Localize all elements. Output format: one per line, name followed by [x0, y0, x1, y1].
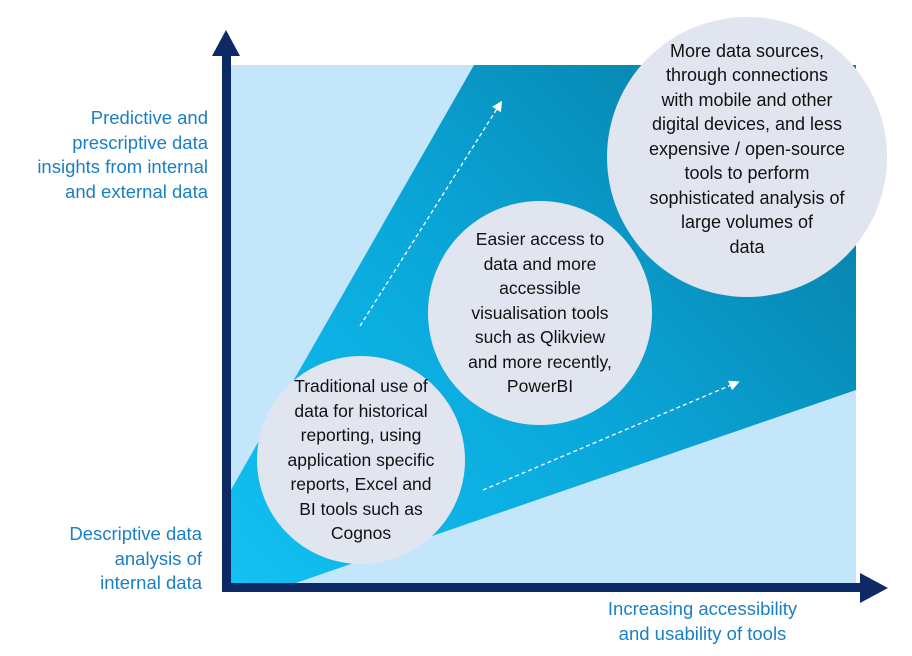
x-axis — [222, 583, 862, 592]
text-line: digital devices, and less — [651, 114, 843, 135]
label-line: Predictive and — [90, 107, 208, 128]
stage-circle-1 — [257, 356, 465, 564]
text-line: tools to perform — [684, 163, 810, 184]
x-axis-arrowhead — [860, 573, 888, 603]
stage-circle-2 — [428, 201, 652, 425]
text-line: accessible — [499, 278, 581, 299]
label-line: Descriptive data — [69, 523, 202, 544]
label-line: Increasing accessibility — [607, 598, 798, 619]
text-line: reports, Excel and — [290, 474, 432, 495]
text-line: Cognos — [330, 523, 392, 544]
stage-circle-3 — [607, 17, 887, 297]
y-axis-bottom-label: Descriptive data analysis of internal da… — [69, 522, 202, 596]
label-line: and external data — [65, 180, 208, 202]
text-line: visualisation tools — [471, 302, 609, 323]
label-line: internal data — [100, 572, 202, 593]
text-line: through connections — [665, 65, 829, 86]
text-line: expensive / open-source — [648, 138, 846, 159]
label-line: prescriptive data — [72, 131, 208, 153]
y-axis — [222, 50, 231, 592]
text-line: sophisticated analysis of — [649, 187, 845, 208]
text-line: with mobile and other — [661, 89, 833, 110]
text-line: and more recently, — [468, 351, 612, 372]
text-line: data — [729, 236, 765, 257]
y-axis-arrowhead — [212, 30, 240, 56]
text-line: Easier access to — [475, 229, 605, 250]
text-line: BI tools such as — [299, 498, 423, 519]
text-line: large volumes of — [680, 212, 814, 233]
stage-2-text: Easier access to data and more accessibl… — [428, 201, 652, 425]
label-line: analysis of — [114, 547, 202, 569]
x-axis-label: Increasing accessibility and usability o… — [580, 597, 825, 646]
text-line: such as Qlikview — [474, 327, 606, 348]
y-axis-top-label: Predictive and prescriptive data insight… — [37, 106, 208, 204]
text-line: application specific — [287, 449, 435, 470]
label-line: insights from internal — [37, 156, 208, 177]
stage-3-text: More data sources, through connections w… — [612, 36, 882, 262]
stage-1-text: Traditional use of data for historical r… — [257, 356, 465, 564]
text-line: PowerBI — [506, 376, 574, 397]
text-line: Traditional use of — [294, 376, 428, 397]
dashed-arrow-right — [482, 380, 740, 491]
label-line: and usability of tools — [618, 622, 787, 644]
text-line: reporting, using — [300, 425, 422, 446]
text-line: data and more — [483, 253, 597, 274]
text-line: data for historical — [294, 400, 428, 421]
dashed-arrow-up — [359, 100, 503, 327]
text-line: More data sources, — [669, 40, 825, 61]
